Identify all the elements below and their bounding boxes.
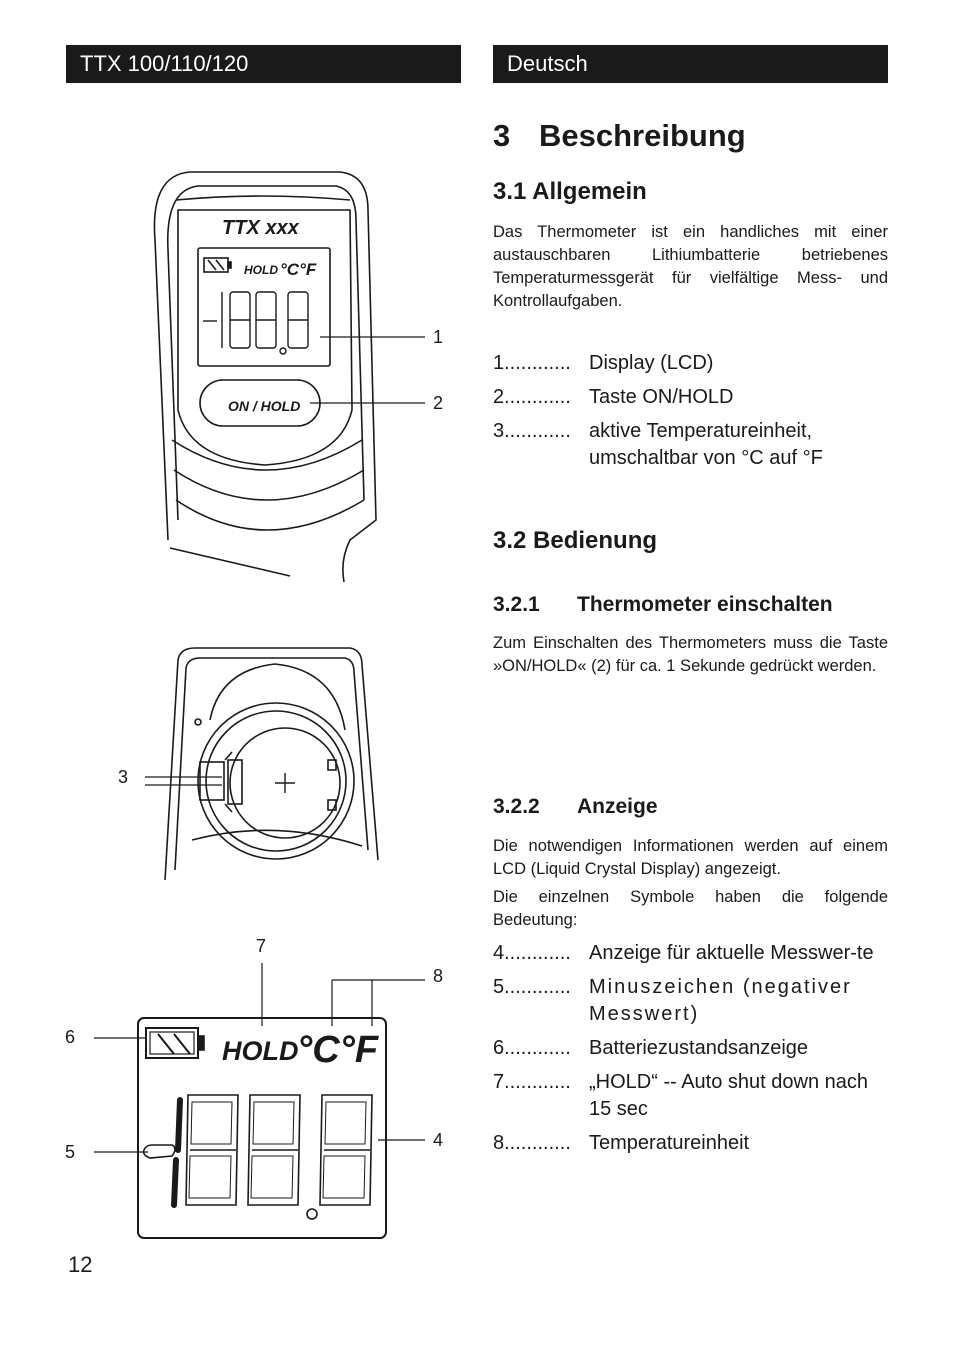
callout-4: 4 [433, 1130, 443, 1150]
model-label: TTX xxx [222, 217, 300, 239]
device-front-figure: TTX xxx HOLD °C°F ON / HOLD [153, 171, 425, 583]
section-number: 3 [493, 118, 511, 153]
subsection-3-2-2-text-2: Die einzelnen Symbole haben die folgende… [493, 888, 888, 929]
list-item: 5............Minuszeichen (negativer Mes… [493, 976, 852, 1025]
callout-2: 2 [433, 393, 443, 413]
list-item: 7............„HOLD“ -- Auto shut down na… [493, 1071, 869, 1120]
parts-list-1: 1............Display (LCD) 2............… [493, 350, 889, 479]
small-digits [203, 291, 309, 355]
subsection-3-1-text: Das Thermometer ist ein handliches mit e… [493, 223, 888, 310]
list-item: 4............Anzeige für aktuelle Messwe… [493, 942, 874, 964]
callout-5: 5 [65, 1142, 75, 1162]
list-item: 1............Display (LCD) [493, 352, 714, 374]
callout-8: 8 [433, 966, 443, 986]
unit-indicator: °C°F [280, 260, 317, 279]
list-item: 2............Taste ON/HOLD [493, 386, 734, 408]
parts-list-2: 4............Anzeige für aktuelle Messwe… [493, 940, 889, 1164]
subsection-3-2-title: 3.2 Bedienung [493, 527, 658, 554]
battery-compartment-figure [145, 647, 379, 881]
lcd-unit-indicator: °C°F [297, 1029, 380, 1071]
lcd-digits [142, 1094, 373, 1220]
subsection-3-1-title: 3.1 Allgemein [493, 178, 647, 205]
section-title: 3 Beschreibung [493, 118, 746, 154]
callout-6: 6 [65, 1027, 75, 1047]
header-model: TTX 100/110/120 [66, 45, 461, 83]
callout-3: 3 [118, 767, 128, 787]
lcd-detail-figure: HOLD °C°F [94, 963, 425, 1239]
section-title-text: Beschreibung [539, 118, 746, 153]
page-number: 12 [68, 1252, 93, 1277]
lcd-hold-indicator: HOLD [222, 1036, 299, 1066]
list-item: 6............Batteriezustandsanzeige [493, 1037, 809, 1059]
on-hold-button-label: ON / HOLD [228, 398, 300, 414]
hold-indicator: HOLD [244, 263, 278, 277]
list-item: 3............aktive Temperatureinheit, u… [493, 420, 823, 469]
list-item: 8............Temperatureinheit [493, 1132, 750, 1154]
callout-1: 1 [433, 327, 443, 347]
header-language: Deutsch [493, 45, 888, 83]
subsection-3-2-1-text: Zum Einschalten des Thermometers muss di… [493, 634, 888, 675]
callout-7: 7 [256, 936, 266, 956]
subsection-3-2-2-text-1: Die notwendigen Informationen werden auf… [493, 837, 888, 878]
